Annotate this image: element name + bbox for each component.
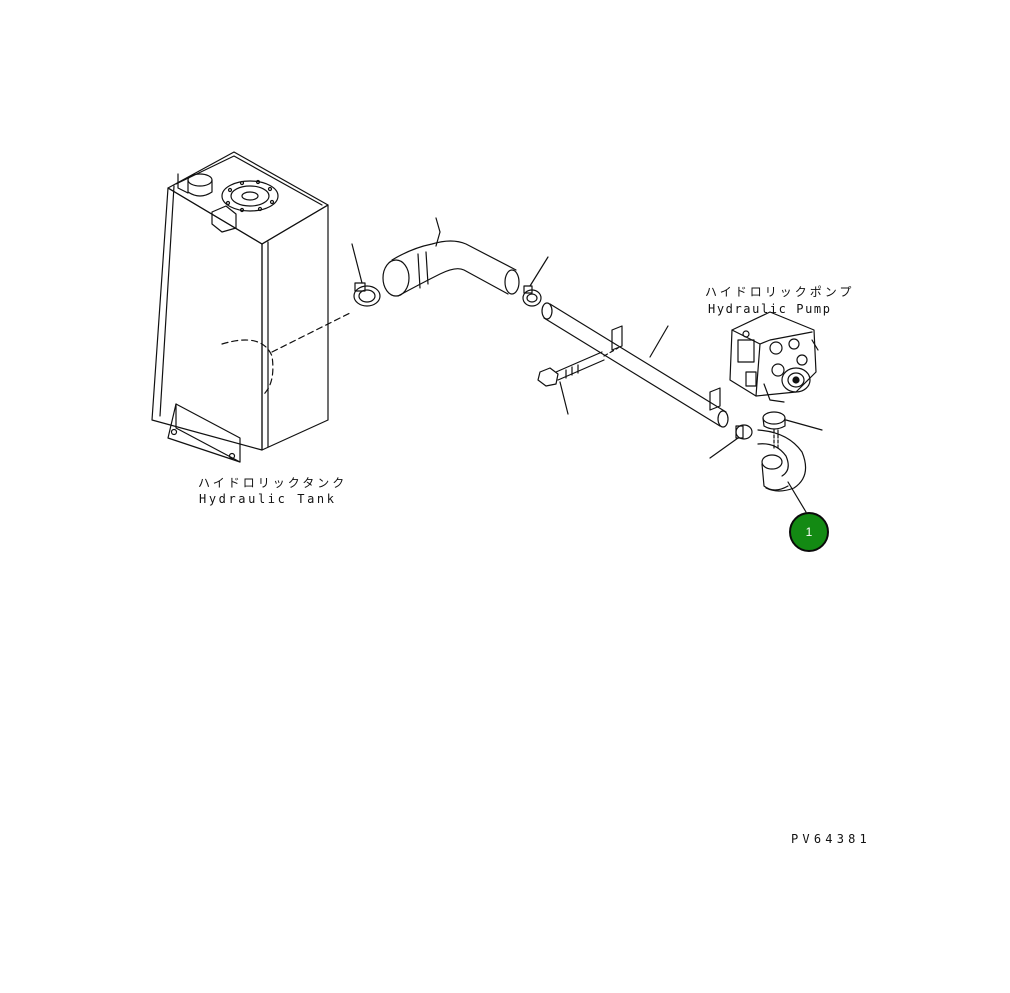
pump-label-jp: ハイドロリックポンプ [705, 285, 855, 299]
hydraulic-tank [151, 151, 353, 463]
suction-hose [382, 217, 520, 297]
pump-hose-clamp [709, 424, 753, 459]
part-callout-1[interactable]: 1 [789, 512, 829, 552]
mounting-bolt [537, 347, 619, 415]
elbow-hose [757, 411, 823, 513]
suction-tube [541, 302, 729, 428]
hydraulic-pump [729, 311, 819, 403]
callout-number: 1 [805, 525, 813, 539]
tank-label-en: Hydraulic Tank [199, 492, 337, 506]
hose-clamp-right [522, 256, 549, 307]
hose-clamp-left [351, 243, 381, 307]
tank-label-jp: ハイドロリックタンク [198, 476, 348, 490]
drawing-number: PV64381 [791, 832, 871, 846]
pump-label-en: Hydraulic Pump [708, 302, 832, 316]
